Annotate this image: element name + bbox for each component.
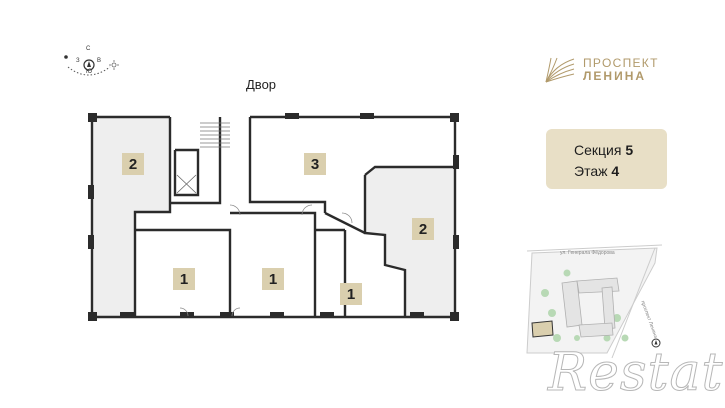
sun-path-icon (67, 66, 111, 76)
brand-name: ПРОСПЕКТ ЛЕНИНА (583, 57, 659, 83)
floor-row: Этаж 4 (574, 161, 667, 182)
compass-small-icon (651, 338, 661, 348)
compass-north-label: С (86, 46, 91, 52)
unit-2-right[interactable] (365, 167, 455, 317)
apartment-badge-3[interactable]: 3 (304, 153, 326, 175)
section-value: 5 (625, 142, 634, 158)
section-label: Секция (574, 142, 622, 158)
brand-line-1: ПРОСПЕКТ (583, 56, 659, 70)
compass-circle-icon (83, 59, 95, 71)
brand-logo-block: ПРОСПЕКТ ЛЕНИНА (545, 57, 659, 83)
columns (88, 113, 459, 321)
section-floor-card: Секция 5 Этаж 4 (546, 129, 667, 189)
apartment-badge-2-right[interactable]: 2 (412, 218, 434, 240)
apartment-badge-1-a[interactable]: 1 (173, 268, 195, 290)
unit-2-left[interactable] (92, 117, 170, 317)
site-map[interactable] (507, 243, 667, 368)
current-section-highlight (531, 320, 554, 338)
site-area (526, 247, 658, 354)
street-right-line (611, 247, 656, 359)
door-swings (179, 204, 353, 317)
stairs-icon (200, 122, 230, 148)
tree-icons (535, 269, 629, 342)
section-row: Секция 5 (574, 140, 667, 161)
compass-east-label: В (97, 58, 102, 64)
compass-west-label: З (76, 58, 80, 64)
courtyard-label: Двор (246, 77, 277, 92)
elevator-icon (176, 174, 197, 194)
brand-line-2: ЛЕНИНА (583, 69, 647, 83)
compass-south-label: Ю (86, 69, 93, 75)
compass-rose (64, 55, 119, 76)
apartment-badge-1-b[interactable]: 1 (262, 268, 284, 290)
buildings (561, 277, 620, 338)
sunrise-icon (64, 55, 68, 59)
floor-label: Этаж (574, 163, 608, 179)
street-top-label: ул. Генерала Фёдорова (560, 250, 615, 256)
brand-leaf-icon (545, 57, 575, 83)
floor-plan (88, 113, 459, 321)
apartment-badge-1-c[interactable]: 1 (340, 283, 362, 305)
compass-needle-icon (87, 61, 91, 67)
sun-icon (109, 60, 119, 70)
street-top-line (526, 244, 663, 252)
watermark-logo: Restate (547, 343, 725, 404)
floor-value: 4 (611, 163, 620, 179)
apartment-badge-2-left[interactable]: 2 (122, 153, 144, 175)
